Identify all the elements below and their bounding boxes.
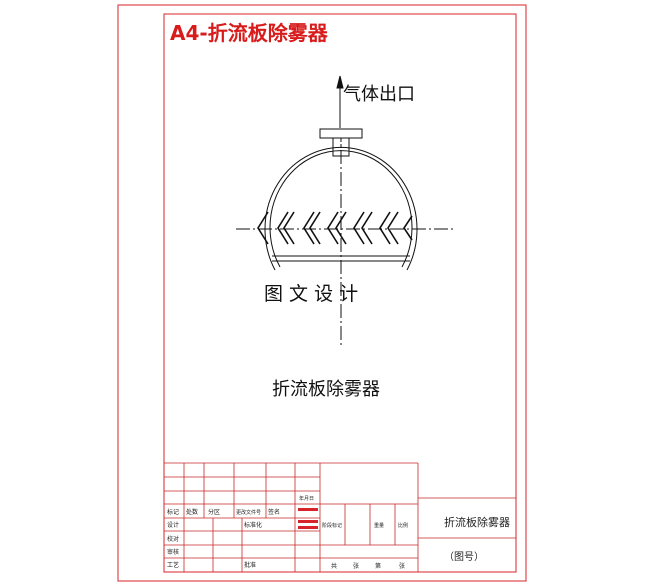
tb-label-approve: 批准 xyxy=(244,561,256,569)
tb-label-stage: 阶段标记 xyxy=(322,522,342,529)
tb-label-scale: 比例 xyxy=(398,522,408,529)
drawing-caption: 折流板除雾器 xyxy=(272,379,380,400)
baffle-plates xyxy=(257,211,413,245)
tb-label-proofread: 校对 xyxy=(167,535,179,543)
tb-label-total: 共 xyxy=(331,562,337,570)
tb-label-count: 处数 xyxy=(186,508,198,516)
tb-label-process: 工艺 xyxy=(167,561,179,569)
inner-frame xyxy=(163,13,517,573)
tb-label-zone: 分区 xyxy=(208,508,220,516)
title-block-markers xyxy=(298,508,318,529)
title-block xyxy=(164,462,516,572)
tb-label-change-doc: 更改文件号 xyxy=(236,509,261,516)
tb-label-signature: 签名 xyxy=(268,508,280,516)
title-block-drawing-number: （图号） xyxy=(444,551,484,563)
watermark-text: 图 文 设 计 xyxy=(264,283,358,305)
gas-outlet-arrow-icon xyxy=(336,75,344,128)
drawing-title: A4-折流板除雾器 xyxy=(170,21,329,45)
gas-outlet-label: 气体出口 xyxy=(343,84,415,105)
outer-frame xyxy=(117,4,527,582)
tb-label-design: 设计 xyxy=(167,521,179,529)
tb-label-sheet-no: 第 xyxy=(375,562,381,570)
tb-label-sheets-2: 张 xyxy=(399,562,405,570)
demister-vessel xyxy=(236,128,455,348)
tb-label-weight: 重量 xyxy=(374,522,384,529)
tb-label-sheets-1: 张 xyxy=(353,562,359,570)
tb-label-mark: 标记 xyxy=(167,508,179,516)
tb-label-standard: 标准化 xyxy=(244,521,262,529)
tb-label-date: 年月日 xyxy=(299,495,314,502)
tb-label-review: 审核 xyxy=(167,548,179,556)
title-block-drawing-name: 折流板除雾器 xyxy=(444,515,510,529)
